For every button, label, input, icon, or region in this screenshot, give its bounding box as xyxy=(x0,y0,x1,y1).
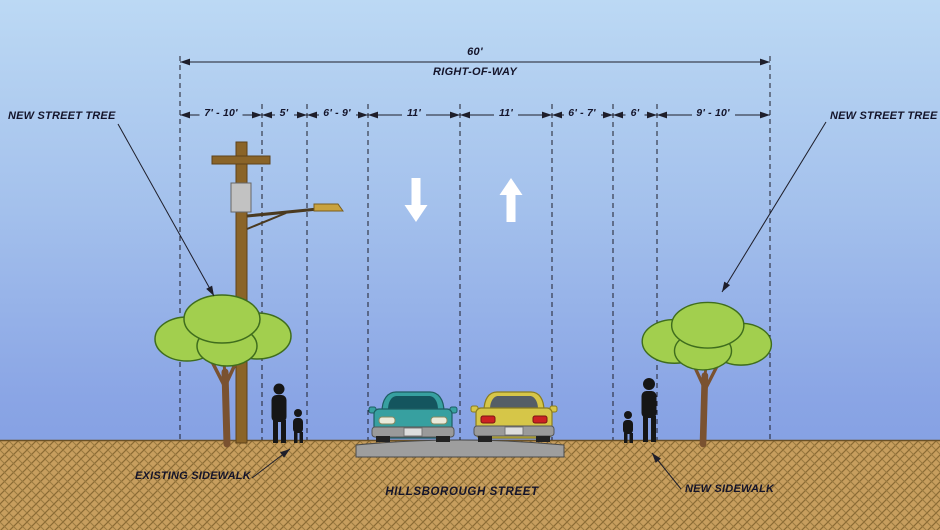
pedestrian-child xyxy=(624,411,632,419)
dimension-arrowhead xyxy=(722,281,731,292)
right-of-way-label: RIGHT-OF-WAY xyxy=(432,66,518,78)
windshield xyxy=(388,396,438,410)
headlight xyxy=(378,416,396,425)
new-street-tree-left xyxy=(155,295,291,444)
lane-direction-arrows xyxy=(404,178,523,222)
street-name-label: HILLSBOROUGH STREET xyxy=(385,486,539,498)
dimension-arrowhead xyxy=(279,449,290,458)
dimension-arrowhead xyxy=(297,111,307,119)
dim-segment-7: 9' - 10' xyxy=(696,107,730,119)
down-arrow-icon xyxy=(404,178,428,222)
streetlight-fixture xyxy=(313,203,344,212)
callout-existing-sidewalk: EXISTING SIDEWALK xyxy=(135,470,251,482)
road-pavement xyxy=(355,439,565,458)
dimension-arrowhead xyxy=(368,111,378,119)
streetlight-brace xyxy=(246,212,287,230)
pedestrian-adult xyxy=(643,378,655,390)
leader-new-street-tree-right xyxy=(721,121,827,293)
dimension-arrowhead xyxy=(358,111,368,119)
dimension-lines xyxy=(117,58,827,490)
dimension-arrowhead xyxy=(657,111,667,119)
dimension-arrowhead xyxy=(613,111,623,119)
dimension-arrowhead xyxy=(760,111,770,119)
dimension-arrowhead xyxy=(206,285,214,296)
dimension-arrowhead xyxy=(542,111,552,119)
dimension-arrowhead xyxy=(552,111,562,119)
pole-transformer-box xyxy=(230,182,252,213)
leader-new-street-tree-left xyxy=(117,123,215,297)
pedestrians-left xyxy=(271,383,303,443)
wheel xyxy=(536,436,550,442)
dim-segment-5: 6' - 7' xyxy=(568,107,596,119)
car-front-view xyxy=(368,391,458,442)
dim-segment-2: 6' - 9' xyxy=(323,107,351,119)
callout-new-street-tree-right: NEW STREET TREE xyxy=(830,110,938,122)
pole-crossarm xyxy=(211,155,271,165)
dim-segment-4: 11' xyxy=(499,107,513,119)
dim-segment-0: 7' - 10' xyxy=(204,107,238,119)
dim-segment-1: 5' xyxy=(279,107,289,119)
wheel xyxy=(436,436,450,442)
license-plate xyxy=(504,426,524,436)
dimension-arrowhead xyxy=(603,111,613,119)
taillight xyxy=(532,415,548,424)
dimension-arrowhead xyxy=(262,111,272,119)
callout-new-street-tree-left: NEW STREET TREE xyxy=(8,110,116,122)
wheel xyxy=(376,436,390,442)
wheel xyxy=(478,436,492,442)
pedestrian-child xyxy=(294,409,302,417)
pedestrian-adult xyxy=(273,383,285,395)
dimension-arrowhead xyxy=(450,111,460,119)
dimension-arrowhead xyxy=(652,453,661,463)
dimension-arrowhead xyxy=(307,111,317,119)
right-of-way-total-dimension: 60' xyxy=(467,46,483,58)
dimension-arrowhead xyxy=(252,111,262,119)
headlight xyxy=(430,416,448,425)
callout-new-sidewalk: NEW SIDEWALK xyxy=(685,483,775,495)
utility-pole xyxy=(211,141,344,444)
new-street-tree-right xyxy=(642,302,771,444)
license-plate xyxy=(403,427,423,437)
dim-segment-6: 6' xyxy=(630,107,640,119)
up-arrow-icon xyxy=(499,178,523,222)
rear-window xyxy=(490,396,538,409)
pedestrians-right xyxy=(623,378,657,443)
streetlight-arm xyxy=(246,207,319,218)
dim-segment-3: 11' xyxy=(407,107,421,119)
dimension-arrowhead xyxy=(180,111,190,119)
dimension-arrowhead xyxy=(460,111,470,119)
car-rear-view xyxy=(470,391,558,442)
taillight xyxy=(480,415,496,424)
dimension-arrowhead xyxy=(180,58,190,66)
dimension-arrowhead xyxy=(760,58,770,66)
dimension-arrowhead xyxy=(647,111,657,119)
